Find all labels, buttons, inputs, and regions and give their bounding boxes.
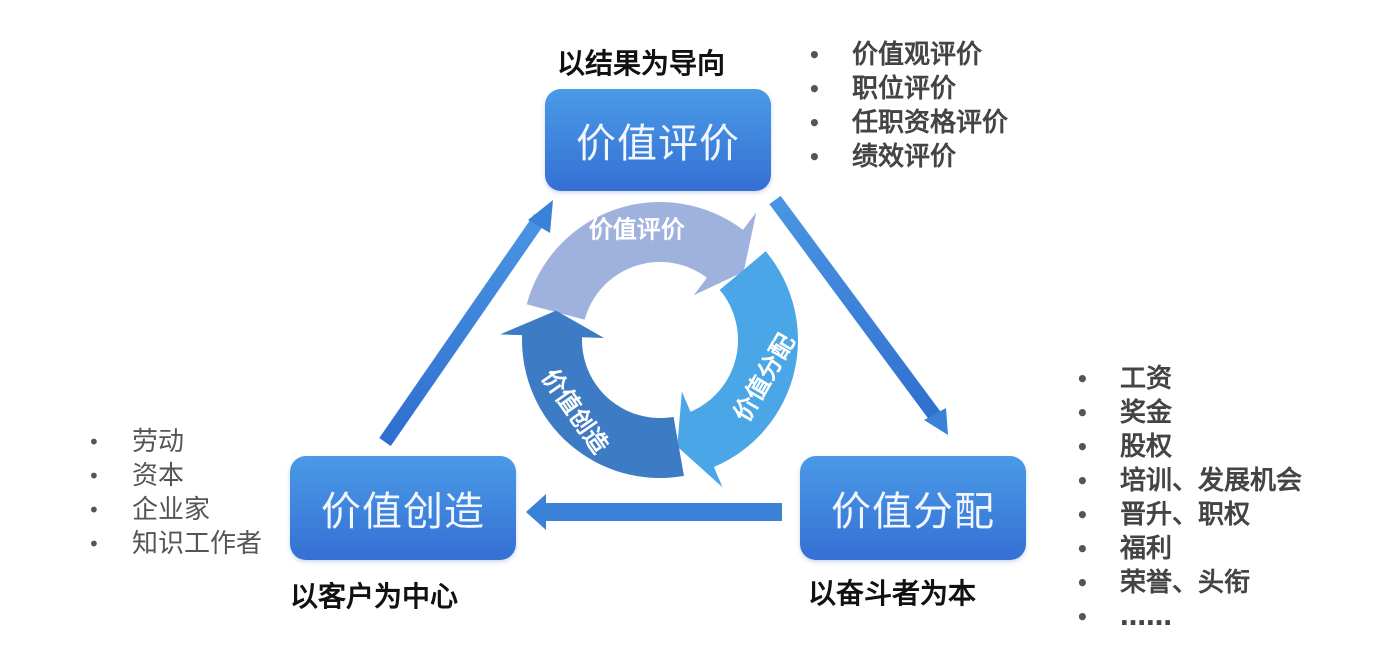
- creation-motto: 以客户为中心: [290, 580, 459, 613]
- creation-items: 劳动 资本 企业家 知识工作者: [88, 425, 262, 561]
- cycle-segment-evaluation-label: 价值评价: [589, 215, 686, 243]
- list-item: 股权: [1076, 430, 1302, 464]
- list-item: 资本: [88, 459, 262, 493]
- evaluation-node: 价值评价: [545, 89, 771, 191]
- list-item: 绩效评价: [808, 140, 1008, 174]
- cycle-segment-evaluation: [526, 202, 757, 320]
- list-item: 奖金: [1076, 396, 1302, 430]
- list-item: 工资: [1076, 362, 1302, 396]
- distribution-motto: 以奋斗者为本: [808, 577, 977, 610]
- list-item: 职位评价: [808, 72, 1008, 106]
- cycle-segment-creation: [500, 310, 684, 478]
- list-item: 培训、发展机会: [1076, 464, 1302, 498]
- evaluation-items: 价值观评价 职位评价 任职资格评价 绩效评价: [808, 38, 1008, 174]
- list-item: 任职资格评价: [808, 106, 1008, 140]
- distribution-items: 工资 奖金 股权 培训、发展机会 晋升、职权 福利 荣誉、头衔 ……: [1076, 362, 1302, 634]
- evaluation-motto: 以结果为导向: [557, 47, 726, 80]
- arrow-creation-to-evaluation: [379, 200, 553, 446]
- list-item: 晋升、职权: [1076, 498, 1302, 532]
- distribution-node: 价值分配: [800, 456, 1026, 560]
- cycle-segment-distribution: [677, 251, 798, 488]
- list-item: 知识工作者: [88, 527, 262, 561]
- creation-node: 价值创造: [290, 456, 516, 560]
- list-item: 企业家: [88, 493, 262, 527]
- list-item: 荣誉、头衔: [1076, 566, 1302, 600]
- list-item: 劳动: [88, 425, 262, 459]
- arrow-evaluation-to-distribution: [769, 195, 948, 435]
- list-item: 价值观评价: [808, 38, 1008, 72]
- list-item: ……: [1076, 600, 1302, 634]
- list-item: 福利: [1076, 532, 1302, 566]
- arrow-distribution-to-creation: [526, 494, 782, 530]
